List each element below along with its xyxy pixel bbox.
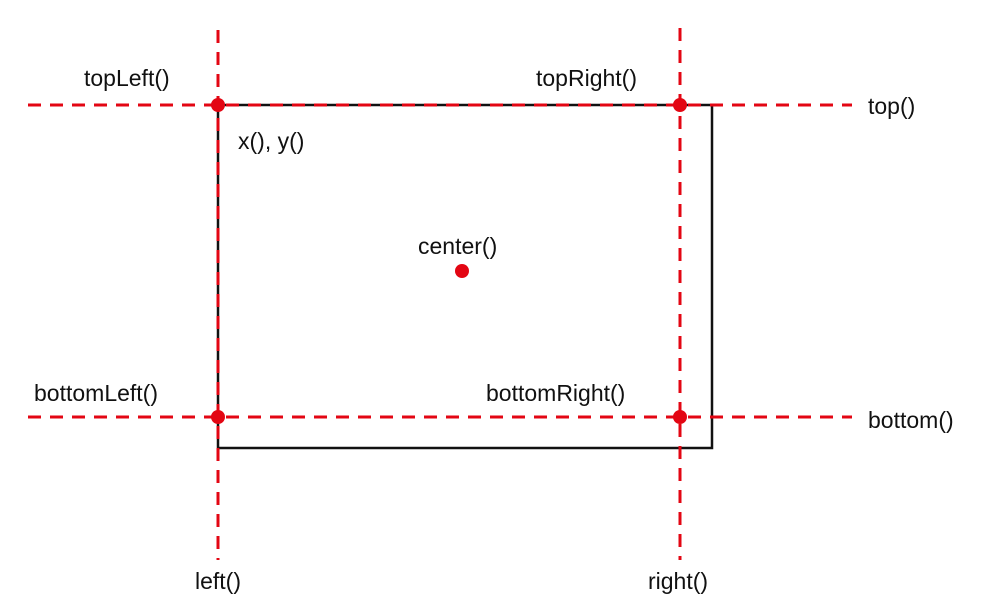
bottom-left-point [211, 410, 225, 424]
center-label: center() [418, 233, 497, 259]
bottom-left-label: bottomLeft() [34, 380, 158, 406]
bottom-label: bottom() [868, 407, 954, 433]
right-label: right() [648, 568, 708, 594]
bottom-right-point [673, 410, 687, 424]
bottom-right-label: bottomRight() [486, 380, 625, 406]
top-left-label: topLeft() [84, 65, 170, 91]
xy-label: x(), y() [238, 128, 304, 154]
center-point [455, 264, 469, 278]
left-label: left() [195, 568, 241, 594]
top-label: top() [868, 93, 915, 119]
top-right-label: topRight() [536, 65, 637, 91]
top-left-point [211, 98, 225, 112]
top-right-point [673, 98, 687, 112]
